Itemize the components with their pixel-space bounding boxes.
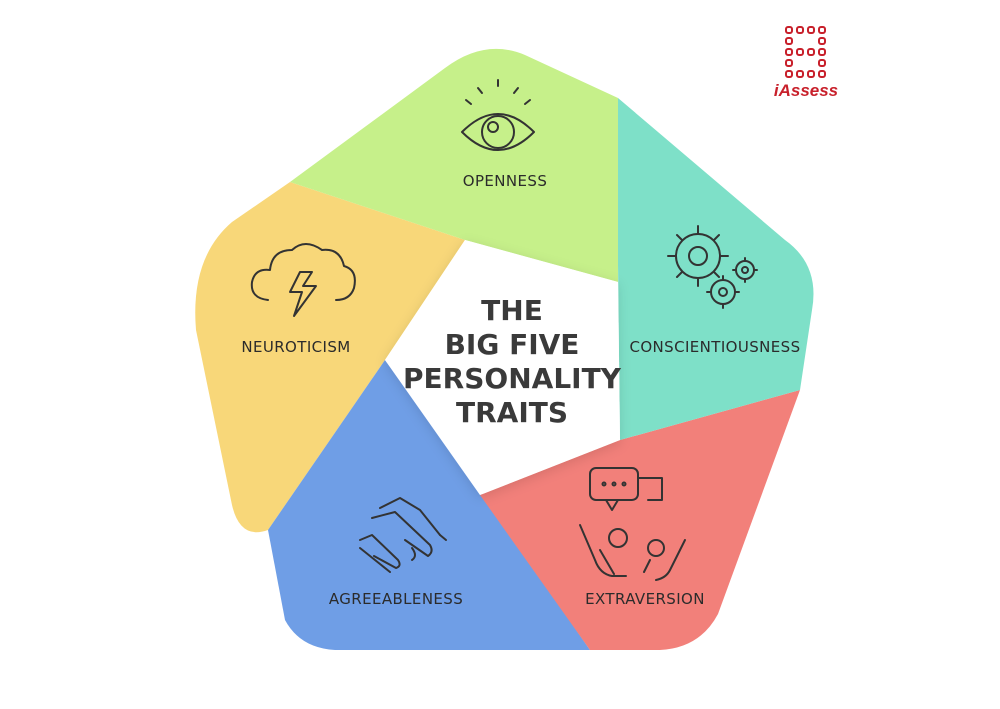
label-openness: OPENNESS xyxy=(463,172,548,190)
title-line-1: THE xyxy=(481,294,543,327)
label-extraversion: EXTRAVERSION xyxy=(585,590,705,608)
title-line-3: PERSONALITY xyxy=(403,362,622,395)
label-neuroticism: NEUROTICISM xyxy=(241,338,350,356)
segment-extraversion xyxy=(480,390,800,650)
label-conscientiousness: CONSCIENTIOUSNESS xyxy=(629,338,800,356)
gears-icon xyxy=(667,225,758,309)
brand-name: iAssess xyxy=(774,81,838,100)
segment-agreeableness xyxy=(268,360,590,650)
center-title: THE BIG FIVE PERSONALITY TRAITS xyxy=(403,294,622,429)
center-panel xyxy=(385,240,620,495)
storm-cloud-icon xyxy=(250,243,356,317)
eye-icon xyxy=(461,79,535,151)
label-agreeableness: AGREEABLENESS xyxy=(329,590,463,608)
title-line-2: BIG FIVE xyxy=(445,328,580,361)
brand-logo-mark xyxy=(785,26,826,78)
segment-openness xyxy=(290,48,618,282)
people-chat-icon xyxy=(579,467,686,581)
brand-logo: iAssess xyxy=(774,26,838,100)
handshake-icon xyxy=(359,497,447,573)
title-line-4: TRAITS xyxy=(456,396,568,429)
